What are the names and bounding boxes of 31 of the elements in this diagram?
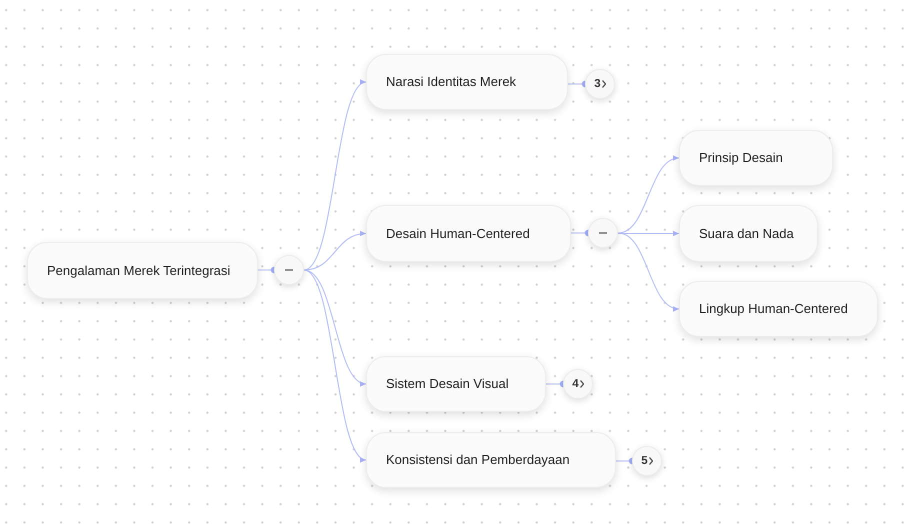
count-badge xyxy=(563,369,593,399)
connector xyxy=(618,156,680,234)
topic-card xyxy=(679,130,833,186)
topic-label: Suara dan Nada xyxy=(698,226,794,242)
topic-label: Lingkup Human-Centered xyxy=(698,301,848,317)
topic-label: Pengalaman Merek Terintegrasi xyxy=(46,262,230,278)
count-label: 4 xyxy=(572,377,579,391)
topic-card xyxy=(27,242,258,299)
collapse-toggle xyxy=(588,218,618,248)
topic-label: Konsistensi dan Pemberdayaan xyxy=(385,452,570,468)
connector xyxy=(304,231,366,270)
topic-card xyxy=(679,281,878,337)
connector xyxy=(618,230,680,236)
topic-card xyxy=(366,432,616,488)
topic-label: Narasi Identitas Merek xyxy=(385,74,516,90)
connector xyxy=(304,270,366,385)
count-badge xyxy=(585,69,615,99)
topic-label: Prinsip Desain xyxy=(698,150,783,166)
connector xyxy=(304,82,366,270)
topic-card xyxy=(366,356,546,412)
connector xyxy=(618,232,680,310)
count-label: 3 xyxy=(594,77,601,91)
count-badge xyxy=(632,446,662,476)
topic-card xyxy=(679,205,818,262)
connector xyxy=(304,270,366,460)
count-label: 5 xyxy=(641,454,648,468)
topic-label: Sistem Desain Visual xyxy=(385,376,509,392)
topic-card xyxy=(366,205,571,262)
topic-card xyxy=(366,54,568,110)
topic-label: Desain Human-Centered xyxy=(385,226,530,242)
collapse-toggle xyxy=(274,255,304,285)
